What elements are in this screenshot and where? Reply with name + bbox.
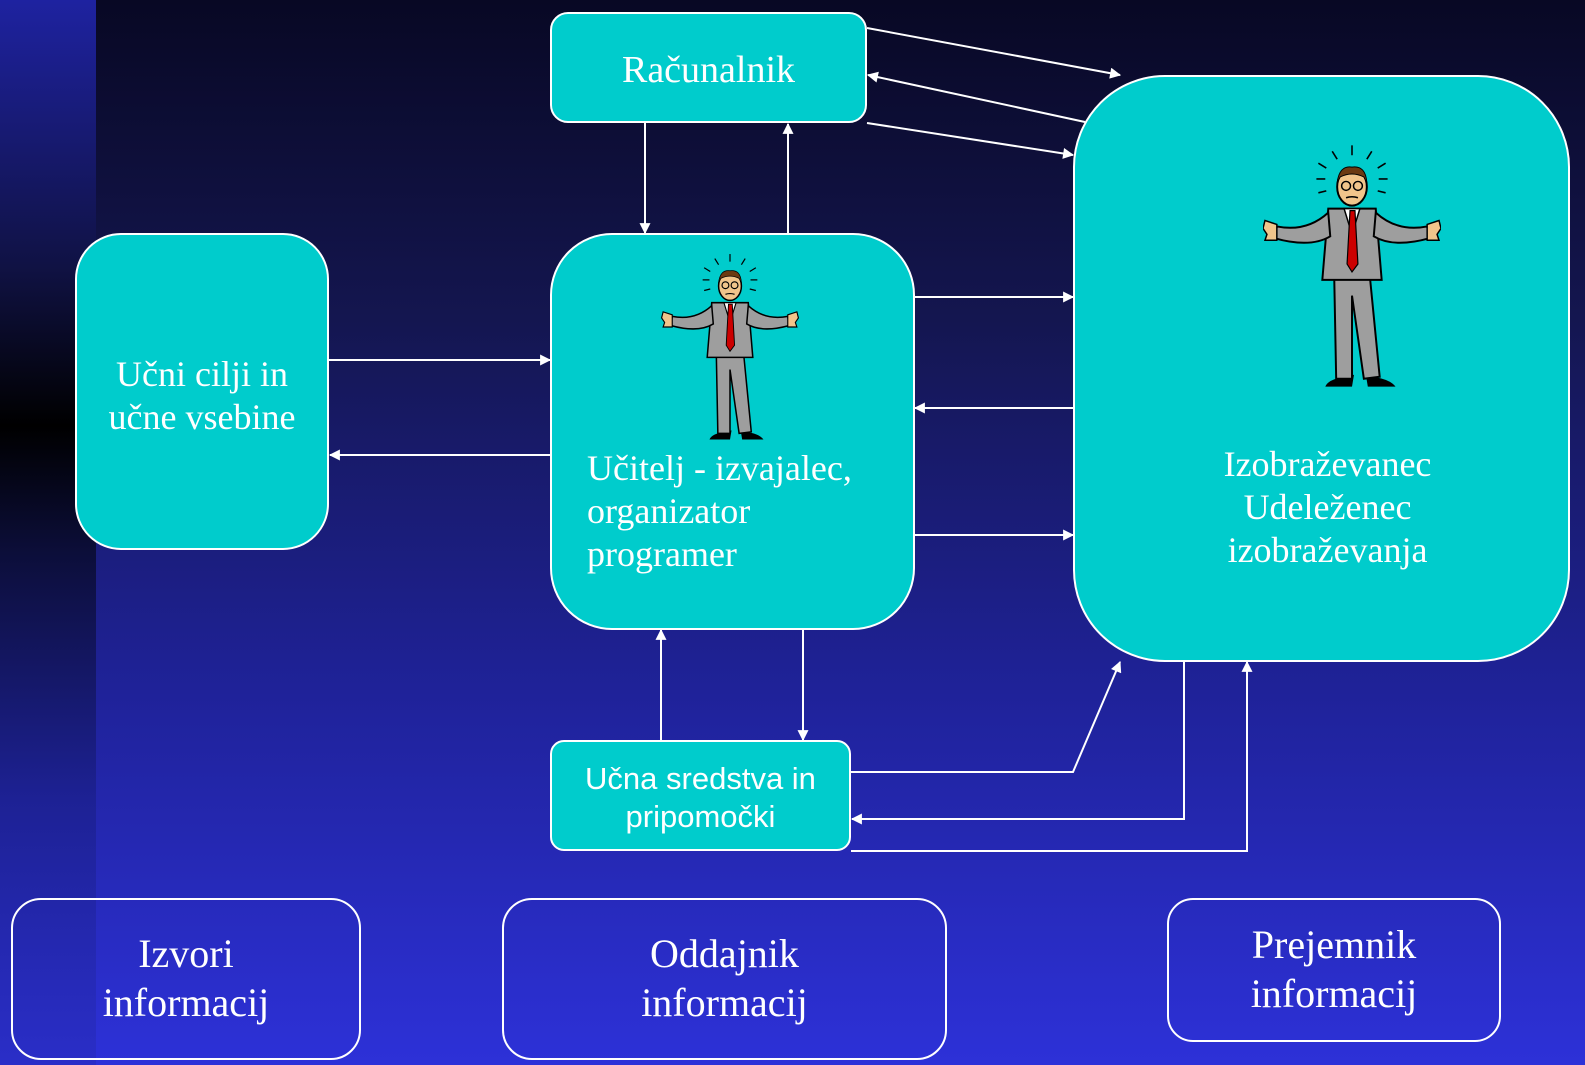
person-shrug-icon (660, 254, 800, 440)
goals-label: Učni cilji in učne vsebine (108, 354, 296, 438)
left-accent-strip (0, 0, 96, 1065)
arrow-computer-to-learner-bottom (866, 122, 1075, 159)
learner-label: Izobraževanec Udeleženec izobraževanja (1223, 444, 1432, 571)
legend-sources: Izvori informacij (11, 898, 361, 1060)
teacher-label: Učitelj - izvajalec, organizator program… (587, 448, 852, 575)
arrow-learner-to-media (850, 662, 1185, 825)
legend-sources-label: Izvori informacij (102, 931, 270, 1025)
media-label: Učna sredstva in pripomočki (585, 761, 816, 834)
media-box: Učna sredstva in pripomočki (550, 740, 851, 851)
arrow-media-to-learner-diagonal (851, 660, 1122, 773)
goals-box: Učni cilji in učne vsebine (75, 233, 329, 550)
legend-receiver: Prejemnik informacij (1167, 898, 1501, 1042)
legend-receiver-label: Prejemnik informacij (1250, 922, 1418, 1016)
computer-label: Računalnik (621, 49, 796, 91)
legend-sender: Oddajnik informacij (502, 898, 947, 1060)
arrow-learner-to-computer (866, 71, 1086, 123)
computer-box: Računalnik (550, 12, 867, 123)
learner-box: Izobraževanec Udeleženec izobraževanja (1073, 75, 1570, 662)
arrow-media-to-learner-bottom (851, 660, 1253, 852)
teacher-box: Učitelj - izvajalec, organizator program… (550, 233, 915, 630)
person-shrug-icon (1263, 145, 1441, 387)
arrow-computer-to-learner-top (866, 27, 1122, 79)
legend-sender-label: Oddajnik informacij (641, 931, 808, 1025)
